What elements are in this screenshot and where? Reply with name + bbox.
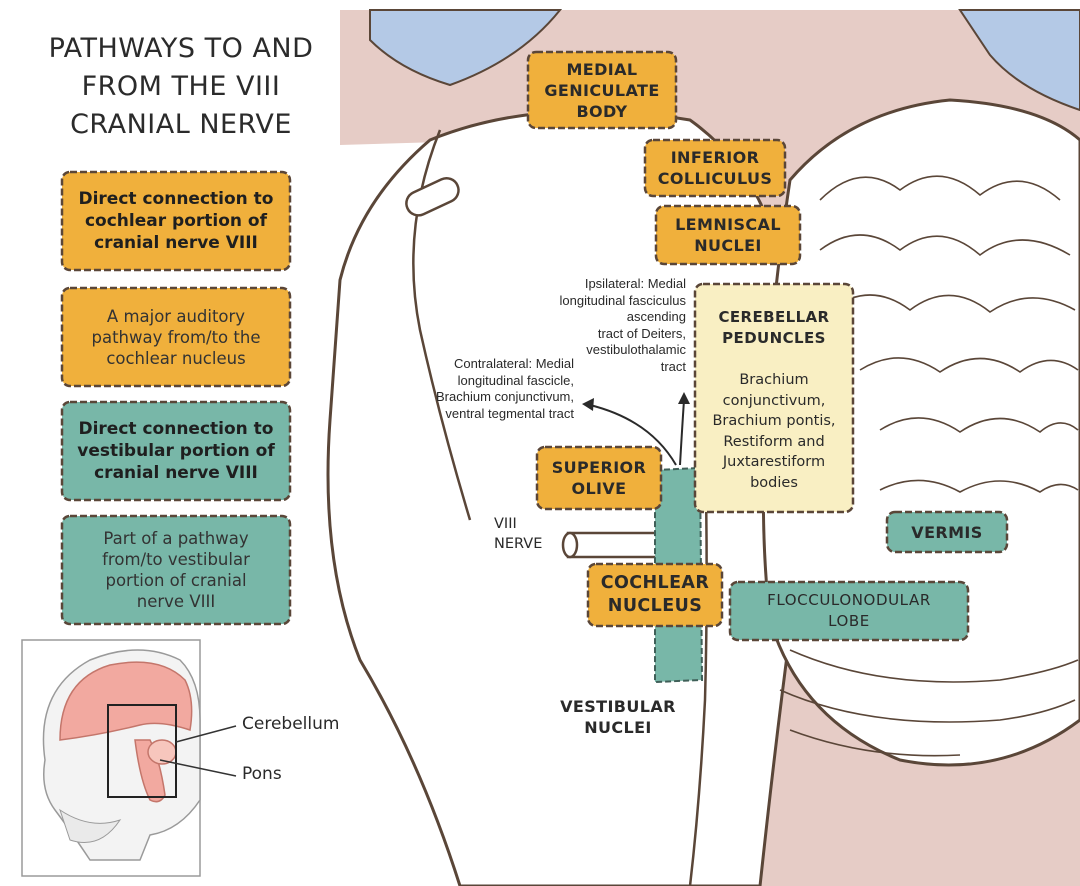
label-line: COCHLEAR bbox=[601, 572, 710, 595]
label-vermis: VERMIS bbox=[887, 512, 1007, 552]
peduncle-line: Brachium pontis, bbox=[695, 411, 853, 432]
label-flocculonodular-lobe: FLOCCULONODULAR LOBE bbox=[730, 582, 968, 640]
skull-inset bbox=[22, 640, 236, 876]
viii-nerve-shape bbox=[563, 533, 658, 557]
annotation-line: longitudinal fasciculus bbox=[520, 293, 686, 310]
page-title: PATHWAYS TO AND FROM THE VIII CRANIAL NE… bbox=[22, 30, 340, 144]
label-line: NUCLEI bbox=[560, 717, 676, 738]
label-line: INFERIOR bbox=[658, 147, 773, 168]
title-line: FROM THE VIII bbox=[22, 68, 340, 106]
peduncle-line: Restiform and bbox=[695, 432, 853, 453]
cerebellar-peduncles-description: Brachium conjunctivum, Brachium pontis, … bbox=[695, 370, 853, 493]
legend-line: cochlear portion of bbox=[78, 210, 273, 232]
legend-item-cochlear-direct: Direct connection to cochlear portion of… bbox=[62, 172, 290, 270]
label-superior-olive: SUPERIOR OLIVE bbox=[537, 447, 661, 509]
legend-line: nerve VIII bbox=[102, 591, 250, 612]
legend-line: from/to vestibular bbox=[102, 549, 250, 570]
label-line: BODY bbox=[544, 101, 659, 122]
inset-label-cerebellum: Cerebellum bbox=[242, 714, 339, 734]
peduncle-line: conjunctivum, bbox=[695, 391, 853, 412]
annotation-contralateral: Contralateral: Medial longitudinal fasci… bbox=[398, 356, 574, 422]
label-cerebellar-peduncles: CEREBELLAR PEDUNCLES bbox=[695, 300, 853, 356]
label-line: NUCLEUS bbox=[601, 595, 710, 618]
label-line: PEDUNCLES bbox=[718, 328, 829, 349]
annotation-line: Brachium conjunctivum, bbox=[398, 389, 574, 406]
legend-line: pathway from/to the bbox=[92, 327, 261, 348]
peduncle-line: bodies bbox=[695, 473, 853, 494]
label-line: VIII bbox=[494, 514, 562, 534]
label-line: VERMIS bbox=[911, 523, 982, 542]
legend-line: vestibular portion of bbox=[77, 440, 275, 462]
label-line: FLOCCULONODULAR bbox=[767, 590, 931, 611]
peduncle-line: Juxtarestiform bbox=[695, 452, 853, 473]
inset-label-pons: Pons bbox=[242, 764, 282, 784]
label-line: OLIVE bbox=[552, 478, 647, 499]
legend-line: Direct connection to bbox=[78, 188, 273, 210]
label-viii-nerve: VIII NERVE bbox=[494, 514, 562, 554]
label-line: LEMNISCAL bbox=[675, 214, 781, 235]
peduncle-line: Brachium bbox=[695, 370, 853, 391]
legend-item-vestibular-direct: Direct connection to vestibular portion … bbox=[62, 402, 290, 500]
label-line: SUPERIOR bbox=[552, 457, 647, 478]
label-medial-geniculate-body: MEDIAL GENICULATE BODY bbox=[528, 52, 676, 128]
annotation-line: longitudinal fascicle, bbox=[398, 373, 574, 390]
annotation-line: Contralateral: Medial bbox=[398, 356, 574, 373]
label-line: LOBE bbox=[767, 611, 931, 632]
title-line: CRANIAL NERVE bbox=[22, 106, 340, 144]
legend-line: Direct connection to bbox=[77, 418, 275, 440]
label-inferior-colliculus: INFERIOR COLLICULUS bbox=[645, 140, 785, 196]
legend-line: A major auditory bbox=[92, 306, 261, 327]
annotation-line: ascending bbox=[520, 309, 686, 326]
legend-line: portion of cranial bbox=[102, 570, 250, 591]
label-line: CEREBELLAR bbox=[718, 307, 829, 328]
label-vestibular-nuclei: VESTIBULAR NUCLEI bbox=[548, 692, 688, 742]
annotation-line: tract of Deiters, bbox=[520, 326, 686, 343]
label-line: NERVE bbox=[494, 534, 562, 554]
inset-label-text: Cerebellum bbox=[242, 714, 339, 734]
legend-line: cranial nerve VIII bbox=[78, 232, 273, 254]
title-line: PATHWAYS TO AND bbox=[22, 30, 340, 68]
label-lemniscal-nuclei: LEMNISCAL NUCLEI bbox=[656, 206, 800, 264]
legend-line: cochlear nucleus bbox=[92, 348, 261, 369]
label-line: VESTIBULAR bbox=[560, 696, 676, 717]
annotation-line: ventral tegmental tract bbox=[398, 406, 574, 423]
legend-line: cranial nerve VIII bbox=[77, 462, 275, 484]
label-line: NUCLEI bbox=[675, 235, 781, 256]
legend-item-vestibular-pathway: Part of a pathway from/to vestibular por… bbox=[62, 516, 290, 624]
inset-label-text: Pons bbox=[242, 764, 282, 784]
label-cochlear-nucleus: COCHLEAR NUCLEUS bbox=[588, 564, 722, 626]
label-line: COLLICULUS bbox=[658, 168, 773, 189]
legend-item-auditory-pathway: A major auditory pathway from/to the coc… bbox=[62, 288, 290, 386]
legend-line: Part of a pathway bbox=[102, 528, 250, 549]
label-line: GENICULATE bbox=[544, 80, 659, 101]
label-line: MEDIAL bbox=[544, 59, 659, 80]
annotation-line: Ipsilateral: Medial bbox=[520, 276, 686, 293]
